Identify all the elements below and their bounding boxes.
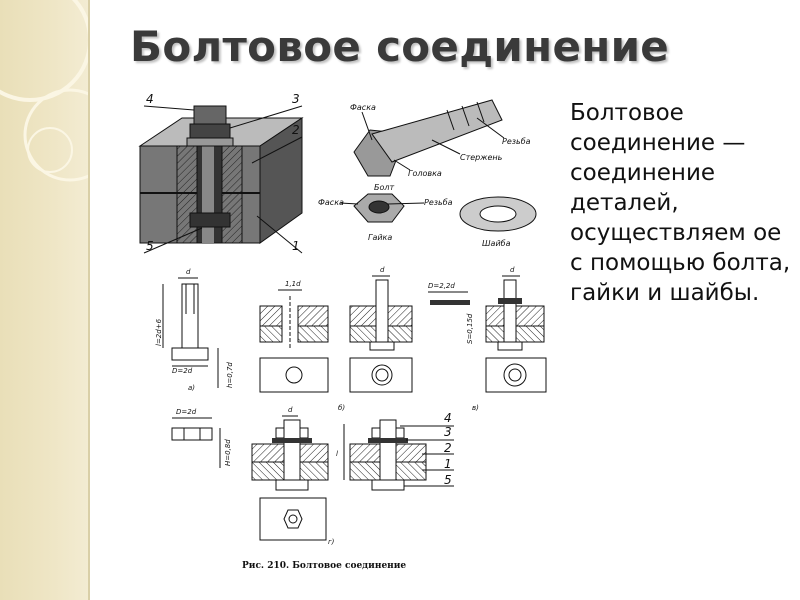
dim-l-a: l=2d+6 [155, 318, 163, 346]
label-rezba: Резьба [502, 137, 531, 146]
drawing-v-washer: d D=2,2d S=0,15d в) [428, 266, 547, 412]
label-g-5: 5 [444, 473, 452, 487]
dim-D-a: D=2d [172, 367, 193, 375]
dim-D-g: D=2d [176, 408, 197, 416]
bolt-part: Фаска Резьба Стержень Головка Болт [350, 99, 531, 192]
label-golovka: Головка [408, 169, 442, 178]
decorative-circles [0, 0, 90, 182]
dim-1-1d: 1,1d [285, 280, 301, 288]
decorative-side-strip [0, 0, 90, 600]
label-g-3: 3 [444, 425, 452, 439]
bolt-connection-figure: 4 3 2 5 1 Фаска Резьба Стержень Головка … [132, 88, 556, 578]
assembly-callouts: 4 3 2 5 1 [143, 92, 303, 254]
nut-part: Фаска Резьба Гайка [318, 193, 453, 242]
label-sterzhen: Стержень [460, 153, 503, 162]
dim-d-a: d [186, 268, 191, 276]
dim-D-washer: D=2,2d [428, 282, 455, 290]
label-v: в) [472, 404, 479, 412]
drawing-b-plates: 1,1d d б) [259, 266, 413, 412]
washer-part: Шайба [459, 196, 537, 248]
label-g-2: 2 [444, 441, 452, 455]
callout-2: 2 [292, 123, 300, 137]
dim-h-a: h=0,7d [226, 362, 234, 388]
label-g-4: 4 [444, 411, 452, 425]
dim-d-b: d [380, 266, 385, 274]
label-g: г) [328, 538, 335, 546]
label-faska-2: Фаска [318, 198, 344, 207]
side-strip-border [88, 0, 90, 600]
label-shaiba: Шайба [482, 239, 511, 248]
slide-title: Болтовое соединение [130, 22, 670, 71]
callout-5: 5 [146, 239, 154, 253]
definition-text: Болтовое соединение — соединение деталей… [570, 100, 791, 306]
figure-caption: Рис. 210. Болтовое соединение [242, 561, 406, 571]
label-bolt: Болт [374, 183, 394, 192]
dim-l-g: l [336, 450, 338, 458]
dim-S: S=0,15d [466, 313, 474, 344]
dim-H-g: H=0,8d [224, 439, 232, 466]
callout-4: 4 [146, 92, 154, 106]
drawing-a-bolt: d l=2d+6 D=2d h=0,7d а) [155, 268, 234, 392]
assembly-3d-view [138, 105, 304, 244]
label-faska: Фаска [350, 103, 376, 112]
dim-d-v: d [510, 266, 515, 274]
label-g-1: 1 [444, 457, 452, 471]
label-gaika: Гайка [368, 233, 392, 242]
dim-d-g: d [288, 406, 293, 414]
bolt-connection-drawing: 4 3 2 5 1 Фаска Резьба Стержень Головка … [138, 92, 547, 571]
label-rezba-2: Резьба [424, 198, 453, 207]
drawing-g-assembly: D=2d H=0,8d d l г) 4 3 2 [171, 406, 454, 546]
label-a: а) [188, 384, 195, 392]
label-b: б) [338, 404, 345, 412]
callout-1: 1 [292, 239, 300, 253]
callout-3: 3 [292, 92, 300, 106]
